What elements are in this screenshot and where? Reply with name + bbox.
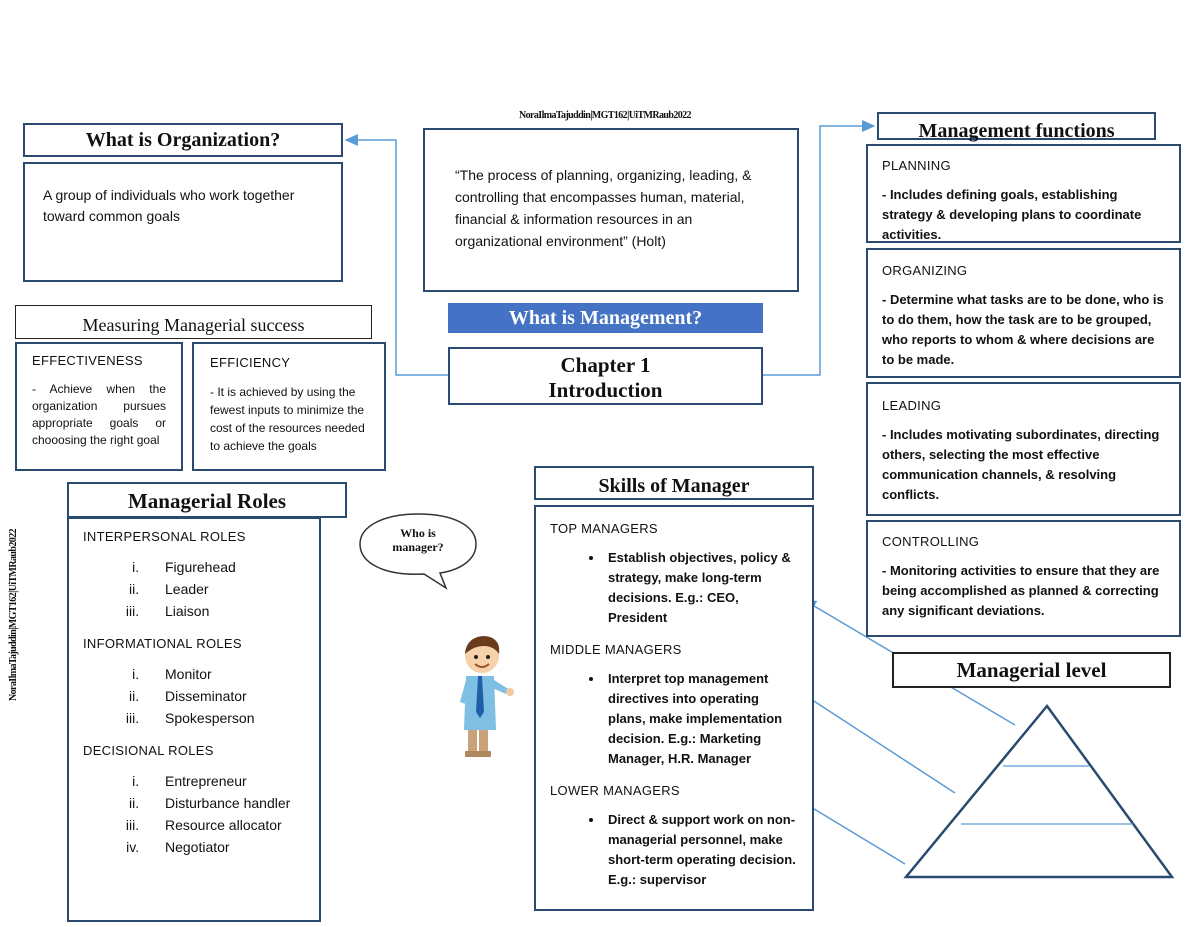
arrow-to-functions [762, 120, 876, 376]
list-item: Disseminator [143, 685, 305, 707]
leading-text: - Includes motivating subordinates, dire… [882, 427, 1160, 502]
side-credit: NoraIlmaTajuddin|MGT162|UiTMRaub2022 [8, 529, 19, 701]
list-item: Leader [143, 578, 305, 600]
list-item: Establish objectives, policy & strategy,… [604, 548, 798, 628]
planning-text: - Includes defining goals, establishing … [882, 187, 1142, 242]
organizing-heading: ORGANIZING [882, 263, 968, 278]
function-organizing-box: ORGANIZING - Determine what tasks are to… [866, 248, 1181, 378]
middle-managers-heading: MIDDLE MANAGERS [550, 642, 682, 657]
top-managers-heading: TOP MANAGERS [550, 521, 658, 536]
skills-title: Skills of Manager [534, 466, 814, 500]
arrow-to-organization [344, 134, 448, 376]
list-item: Disturbance handler [143, 792, 305, 814]
leading-heading: LEADING [882, 398, 942, 413]
function-controlling-box: CONTROLLING - Monitoring activities to e… [866, 520, 1181, 637]
list-item: Resource allocator [143, 814, 305, 836]
effectiveness-box: EFFECTIVENESS - Achieve when the organiz… [15, 342, 183, 471]
organizing-text: - Determine what tasks are to be done, w… [882, 292, 1164, 367]
function-planning-box: PLANNING - Includes defining goals, esta… [866, 144, 1181, 243]
interpersonal-list: Figurehead Leader Liaison [83, 556, 305, 622]
chapter-box: Chapter 1 Introduction [448, 347, 763, 405]
chapter-number: Chapter 1 [560, 353, 651, 377]
informational-heading: INFORMATIONAL ROLES [83, 636, 242, 651]
top-managers-list: Establish objectives, policy & strategy,… [550, 548, 798, 628]
effectiveness-heading: EFFECTIVENESS [32, 353, 143, 368]
list-item: Liaison [143, 600, 305, 622]
management-definition: “The process of planning, organizing, le… [455, 167, 752, 249]
manager-figure-icon [460, 636, 514, 757]
management-banner: What is Management? [448, 303, 763, 333]
controlling-heading: CONTROLLING [882, 534, 980, 549]
lower-managers-list: Direct & support work on non-managerial … [550, 810, 798, 890]
speech-bubble [359, 513, 477, 590]
measuring-title: Measuring Managerial success [15, 305, 372, 339]
list-item: Figurehead [143, 556, 305, 578]
list-item: Negotiator [143, 836, 305, 858]
list-item: Entrepreneur [143, 770, 305, 792]
effectiveness-text: - Achieve when the organization pursues … [32, 382, 166, 447]
interpersonal-heading: INTERPERSONAL ROLES [83, 529, 246, 544]
skills-box: TOP MANAGERS Establish objectives, polic… [534, 505, 814, 911]
pyramid-icon [903, 703, 1175, 879]
function-leading-box: LEADING - Includes motivating subordinat… [866, 382, 1181, 516]
decisional-heading: DECISIONAL ROLES [83, 743, 214, 758]
controlling-text: - Monitoring activities to ensure that t… [882, 563, 1160, 618]
lower-managers-heading: LOWER MANAGERS [550, 783, 680, 798]
arrow-lower-managers [794, 797, 906, 865]
arrow-middle-managers [798, 691, 956, 794]
chapter-title: Introduction [548, 378, 663, 402]
organization-title: What is Organization? [23, 123, 343, 157]
organization-definition-box: A group of individuals who work together… [23, 162, 343, 282]
decisional-list: Entrepreneur Disturbance handler Resourc… [83, 770, 305, 858]
functions-title: Management functions [877, 112, 1156, 142]
informational-list: Monitor Disseminator Spokesperson [83, 663, 305, 729]
roles-box: INTERPERSONAL ROLES Figurehead Leader Li… [67, 518, 321, 922]
speech-text: Who is manager? [392, 526, 444, 554]
efficiency-box: EFFICIENCY - It is achieved by using the… [192, 342, 386, 471]
header-credit: NoraIlmaTajuddin|MGT162|UiTMRaub2022 [519, 110, 692, 121]
management-definition-box: “The process of planning, organizing, le… [423, 128, 799, 292]
planning-heading: PLANNING [882, 158, 951, 173]
list-item: Direct & support work on non-managerial … [604, 810, 798, 890]
roles-title: Managerial Roles [67, 482, 347, 518]
middle-managers-list: Interpret top management directives into… [550, 669, 798, 769]
list-item: Spokesperson [143, 707, 305, 729]
efficiency-text: - It is achieved by using the fewest inp… [210, 385, 365, 453]
list-item: Monitor [143, 663, 305, 685]
efficiency-heading: EFFICIENCY [210, 355, 291, 370]
organization-definition: A group of individuals who work together… [43, 187, 295, 224]
list-item: Interpret top management directives into… [604, 669, 798, 769]
managerial-level-title: Managerial level [892, 652, 1171, 688]
